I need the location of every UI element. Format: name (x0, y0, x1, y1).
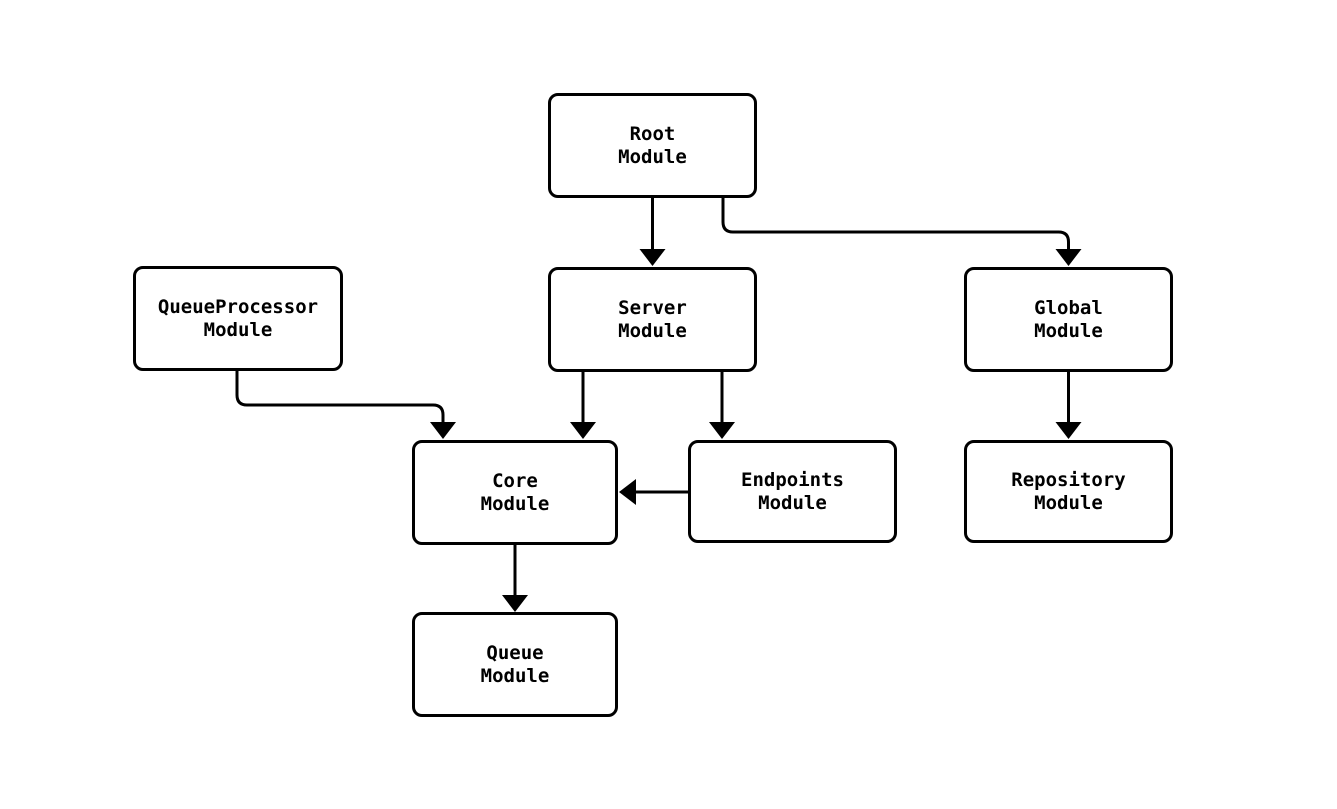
edge-server-to-core (570, 372, 596, 439)
node-queue-module: Queue Module (412, 612, 618, 717)
node-global-module: Global Module (964, 267, 1173, 372)
node-label: Module (480, 492, 550, 515)
node-label: Module (480, 664, 550, 687)
edge-root-to-global (721, 198, 1082, 266)
edge-queueprocessor-to-core (235, 371, 456, 439)
node-label: Module (618, 319, 687, 342)
node-label: Global (1034, 296, 1103, 319)
edge-global-to-repository (1055, 372, 1082, 439)
node-repository-module: Repository Module (964, 440, 1173, 543)
node-label: Module (1034, 491, 1103, 514)
node-label: Endpoints (741, 468, 844, 491)
node-label: Module (618, 145, 687, 168)
node-label: Queue (486, 641, 544, 664)
node-label: Repository (1011, 468, 1126, 491)
node-label: Module (203, 318, 273, 341)
node-endpoints-module: Endpoints Module (688, 440, 897, 543)
node-root-module: Root Module (548, 93, 757, 198)
node-label: Server (618, 296, 687, 319)
edge-root-to-server (639, 198, 666, 266)
node-label: Core (492, 469, 538, 492)
node-queueprocessor-module: QueueProcessor Module (133, 266, 343, 371)
edge-server-to-endpoints (709, 372, 735, 439)
node-label: Module (758, 491, 827, 514)
edge-endpoints-to-core (619, 479, 688, 505)
node-core-module: Core Module (412, 440, 618, 545)
node-label: Module (1034, 319, 1103, 342)
node-server-module: Server Module (548, 267, 757, 372)
node-label: QueueProcessor (157, 295, 319, 318)
edge-core-to-queue (502, 545, 528, 612)
node-label: Root (629, 122, 676, 145)
